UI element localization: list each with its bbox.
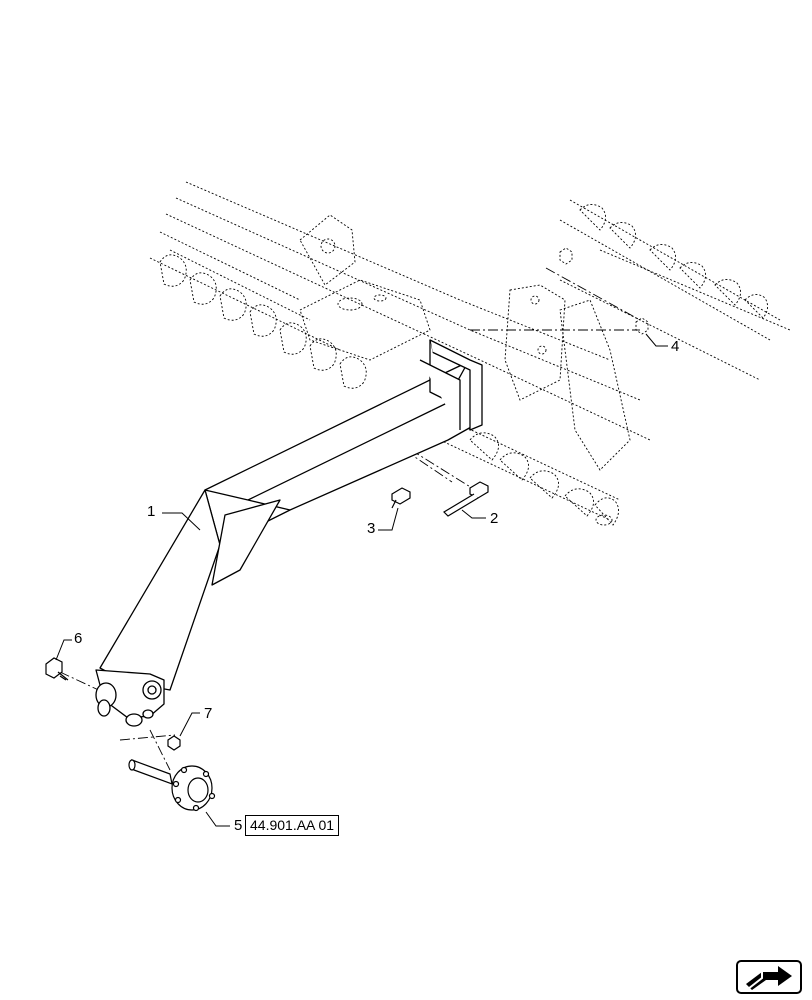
- callout-7: 7: [204, 705, 213, 722]
- arm-part-1: [95, 339, 483, 727]
- callout-3: 3: [367, 520, 376, 537]
- bolt-part-3: [391, 487, 411, 505]
- callout-6: 6: [74, 630, 83, 647]
- nut-part-7: [167, 735, 181, 751]
- reference-link-44-901-aa-01[interactable]: 44.901.AA 01: [245, 815, 340, 837]
- return-button[interactable]: [736, 960, 802, 994]
- bolt-part-6: [45, 657, 63, 679]
- hub-part-5: [128, 759, 216, 812]
- callout-4: 4: [671, 338, 680, 355]
- callout-2: 2: [490, 510, 499, 527]
- bolt-part-2: [469, 481, 489, 499]
- callout-1: 1: [147, 503, 156, 520]
- frame-background: [149, 181, 791, 526]
- hardware-parts: [45, 481, 489, 812]
- return-arrow-icon: [746, 966, 792, 990]
- callout-5: 5: [234, 817, 243, 834]
- leader-lines: [55, 333, 668, 827]
